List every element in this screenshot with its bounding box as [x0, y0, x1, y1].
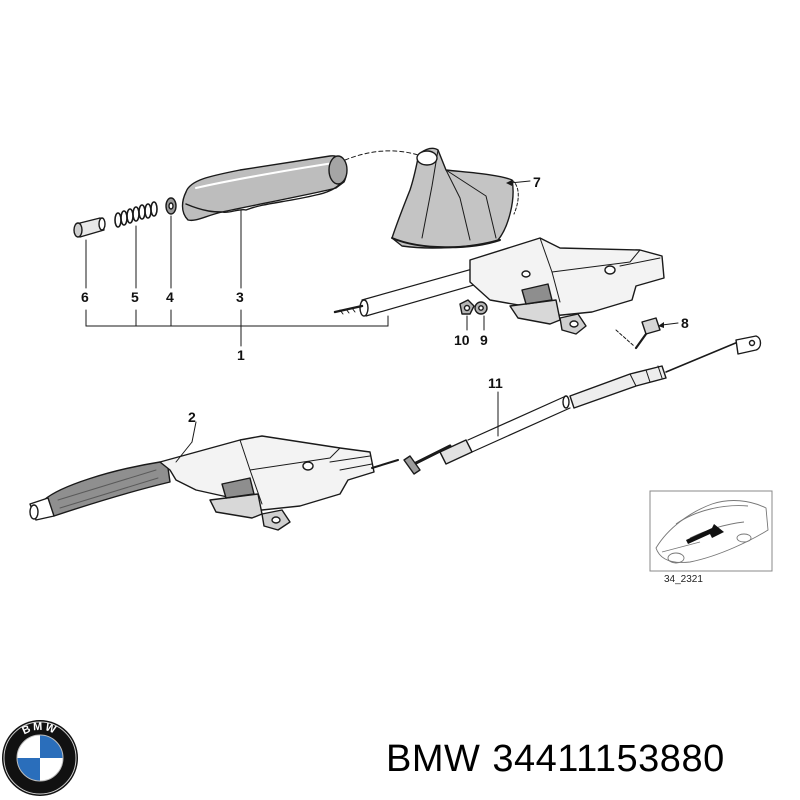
leader-arrows — [506, 180, 664, 328]
washer-part — [165, 197, 177, 215]
callout-7: 7 — [533, 174, 541, 190]
callout-11: 11 — [488, 375, 503, 391]
gaiter-boot-part — [391, 147, 519, 249]
brand-part-number-line: BMW 34411153880 — [386, 738, 737, 781]
callout-2: 2 — [188, 409, 196, 425]
brake-cable-part — [403, 335, 762, 475]
washer-small-part — [474, 301, 488, 315]
callout-3: 3 — [236, 289, 244, 305]
callout-9: 9 — [480, 332, 488, 348]
bolt-part — [615, 317, 661, 350]
location-inset: 34_2321 — [649, 490, 773, 585]
callout-10: 10 — [454, 332, 470, 348]
svg-text:BMW: BMW — [20, 721, 59, 737]
callout-4: 4 — [166, 289, 174, 305]
bmw-logo: BMW — [2, 720, 78, 796]
nut-part — [459, 299, 475, 315]
spring-part — [114, 201, 158, 228]
pin-part — [73, 217, 106, 238]
lower-lever-assembly — [29, 435, 399, 531]
grip-boot-link — [344, 150, 419, 161]
callout-6: 6 — [81, 289, 89, 305]
upper-lever-assembly — [333, 237, 665, 335]
inset-reference-code: 34_2321 — [664, 574, 703, 585]
brand-name: BMW — [386, 738, 481, 780]
callout-labels: 1 2 3 4 5 6 7 8 9 10 11 — [81, 174, 689, 425]
part-number: 34411153880 — [492, 738, 725, 780]
logo-lettering: BMW — [20, 721, 57, 737]
callout-5: 5 — [131, 289, 139, 305]
hand-grip-part — [181, 155, 348, 222]
callout-8: 8 — [681, 315, 689, 331]
callout-1: 1 — [237, 347, 245, 363]
leader-lines — [85, 180, 679, 463]
